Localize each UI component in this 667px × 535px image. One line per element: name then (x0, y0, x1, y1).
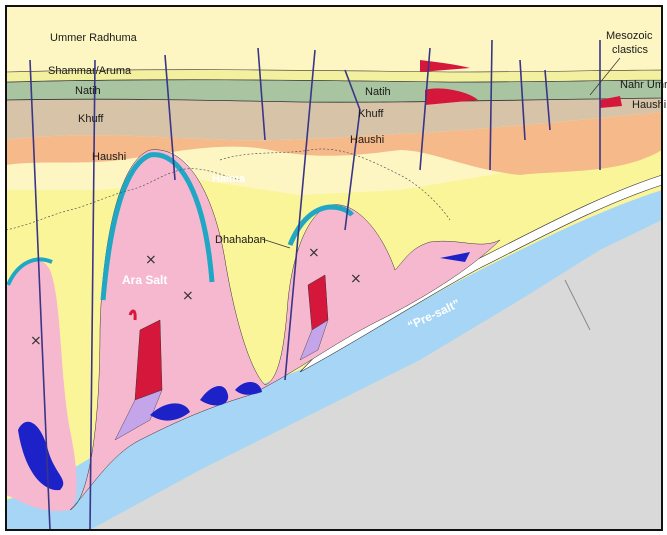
label-mesozoic: Mesozoic (606, 30, 653, 42)
label-haima: Haima (212, 173, 246, 185)
label-haushi-mid: Haushi (350, 134, 384, 146)
label-haushi-left: Haushi (92, 151, 126, 163)
label-khuff-mid: Khuff (358, 108, 384, 120)
salt-x-1: ⨯ (30, 332, 42, 348)
label-natih-left: Natih (75, 85, 101, 97)
label-natih-mid: Natih (365, 86, 391, 98)
label-khuff-left: Khuff (78, 113, 104, 125)
salt-x-4: ⨯ (308, 244, 320, 260)
salt-x-2: ⨯ (145, 251, 157, 267)
salt-x-3: ⨯ (182, 287, 194, 303)
label-ummer-radhuma: Ummer Radhuma (50, 32, 138, 44)
natih-layer (6, 80, 662, 103)
label-dhahaban: Dhahaban (215, 234, 266, 246)
label-shammar-aruma: Shammar/Aruma (48, 65, 132, 77)
label-clastics: clastics (612, 44, 649, 56)
salt-x-5: ⨯ (350, 270, 362, 286)
label-ara-salt: Ara Salt (122, 273, 167, 287)
label-nahr-umr: Nahr Umr (620, 79, 667, 91)
